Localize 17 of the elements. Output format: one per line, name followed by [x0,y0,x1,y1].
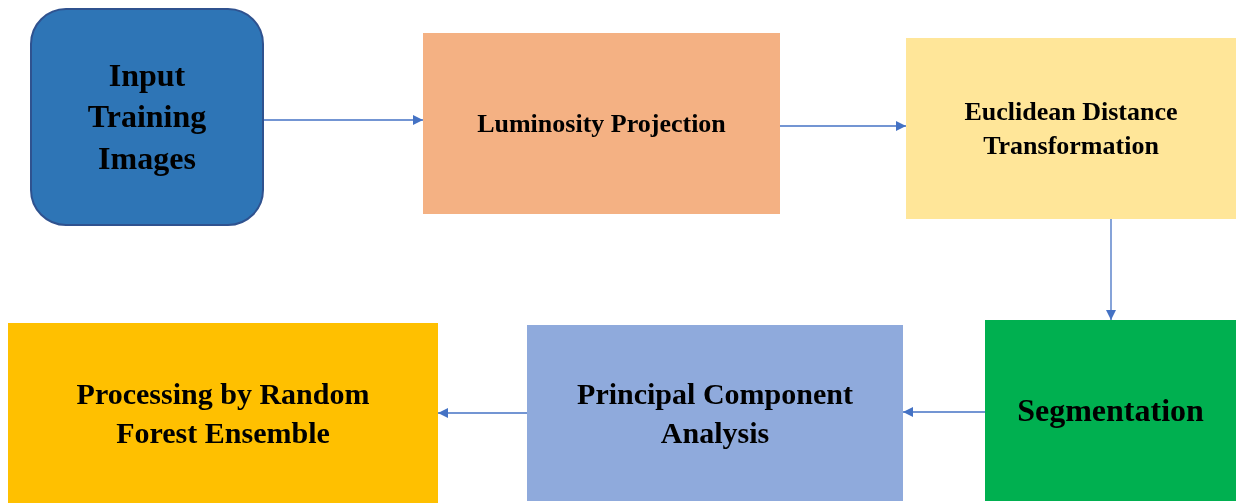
process-box [906,38,1236,219]
box-label: Luminosity Projection [477,107,726,140]
box-label: Euclidean Distance Transformation [963,95,1179,162]
process-box [985,320,1236,501]
process-box [30,8,264,226]
box-label: Processing by Random Forest Ensemble [75,376,371,451]
box-label: Input Training Images [86,55,208,178]
box-label: Principal Component Analysis [577,376,853,451]
arrow [902,406,986,418]
process-box [527,325,903,501]
box-label: Segmentation [1017,390,1204,430]
arrow [263,114,424,126]
arrow [1105,218,1117,321]
process-box [423,33,780,214]
process-box [8,323,438,503]
arrow [779,120,907,132]
arrow [437,407,528,419]
